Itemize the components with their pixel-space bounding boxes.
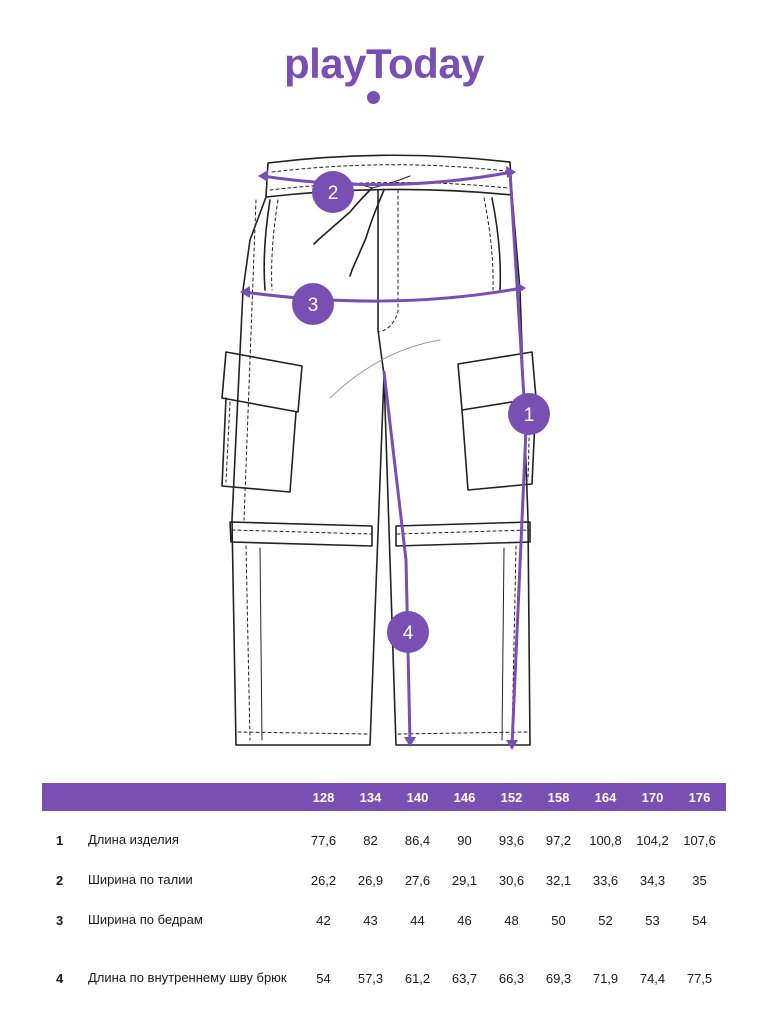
- table-row: 1 Длина изделия 77,6 82 86,4 90 93,6 97,…: [42, 820, 726, 860]
- table-cell: 71,9: [592, 970, 619, 986]
- table-cell: 61,2: [404, 970, 431, 986]
- marker-label: 3: [308, 295, 319, 316]
- table-cell: 35: [692, 872, 707, 888]
- table-cell: 97,2: [545, 832, 572, 848]
- table-row: 4 Длина по внутреннему шву брюк 54 57,3 …: [42, 950, 726, 1006]
- table-cell: 57,3: [357, 970, 384, 986]
- table-cell: 34,3: [639, 872, 666, 888]
- size-table: 128 134 140 146 152 158 164 170 176 1 Дл…: [42, 783, 726, 1006]
- table-cell: 30,6: [498, 872, 525, 888]
- size-header-cell: 170: [641, 789, 664, 805]
- table-cell: 29,1: [451, 872, 478, 888]
- table-cell: 82: [363, 832, 378, 848]
- table-cell: 54: [316, 970, 331, 986]
- arrow-icon: [240, 286, 250, 298]
- row-measure-name: Длина по внутреннему шву брюк: [88, 970, 287, 985]
- table-cell: 107,6: [683, 832, 716, 848]
- marker-label: 2: [328, 183, 339, 204]
- marker-label: 4: [403, 623, 414, 644]
- table-cell: 74,4: [639, 970, 666, 986]
- table-cell: 69,3: [545, 970, 572, 986]
- table-cell: 32,1: [545, 872, 572, 888]
- table-row: 2 Ширина по талии 26,2 26,9 27,6 29,1 30…: [42, 860, 726, 900]
- table-cell: 52: [598, 912, 613, 928]
- marker-label: 1: [524, 405, 535, 426]
- table-cell: 86,4: [404, 832, 431, 848]
- size-header-cell: 140: [406, 789, 429, 805]
- table-cell: 93,6: [498, 832, 525, 848]
- table-cell: 33,6: [592, 872, 619, 888]
- row-measure-name: Длина изделия: [88, 832, 179, 847]
- table-cell: 44: [410, 912, 425, 928]
- measurement-arrowheads: [240, 166, 526, 750]
- size-header-cell: 158: [547, 789, 570, 805]
- marker-4: 4: [387, 611, 429, 653]
- brand-logo-dot: [367, 91, 380, 104]
- row-number: 3: [56, 912, 64, 928]
- table-cell: 104,2: [636, 832, 669, 848]
- measurement-markers: 2 3 1 4: [292, 171, 550, 653]
- arrow-icon: [506, 166, 516, 178]
- table-cell: 53: [645, 912, 660, 928]
- size-header-cell: 146: [453, 789, 476, 805]
- table-row: 3 Ширина по бедрам 42 43 44 46 48 50 52 …: [42, 900, 726, 940]
- table-cell: 77,5: [686, 970, 713, 986]
- table-cell: 26,9: [357, 872, 384, 888]
- table-cell: 54: [692, 912, 707, 928]
- row-number: 1: [56, 832, 64, 848]
- table-cell: 90: [457, 832, 472, 848]
- table-cell: 77,6: [310, 832, 337, 848]
- size-table-header: 128 134 140 146 152 158 164 170 176: [42, 783, 726, 811]
- arrow-icon: [516, 282, 526, 294]
- measure-line-hip: [242, 286, 524, 303]
- table-cell: 48: [504, 912, 519, 928]
- trousers-outline: [221, 154, 537, 746]
- table-cell: 46: [457, 912, 472, 928]
- table-cell: 42: [316, 912, 331, 928]
- table-cell: 66,3: [498, 970, 525, 986]
- measure-line-inseam: [382, 370, 412, 744]
- marker-2: 2: [312, 171, 354, 213]
- trousers-technical-drawing: 2 3 1 4: [221, 154, 550, 750]
- table-cell: 63,7: [451, 970, 478, 986]
- table-cell: 27,6: [404, 872, 431, 888]
- row-number: 2: [56, 872, 64, 888]
- arrow-icon: [404, 737, 416, 747]
- row-number: 4: [56, 970, 64, 986]
- size-header-cell: 134: [359, 789, 382, 805]
- size-header-cell: 152: [500, 789, 523, 805]
- arrow-icon: [258, 170, 268, 182]
- arrow-icon: [506, 740, 518, 750]
- row-measure-name: Ширина по бедрам: [88, 912, 203, 927]
- size-header-cell: 176: [688, 789, 711, 805]
- table-cell: 100,8: [589, 832, 622, 848]
- row-measure-name: Ширина по талии: [88, 872, 193, 887]
- marker-3: 3: [292, 283, 334, 325]
- measurement-lines: [242, 170, 528, 747]
- table-cell: 50: [551, 912, 566, 928]
- size-header-cell: 128: [312, 789, 335, 805]
- marker-1: 1: [508, 393, 550, 435]
- brand-logo: playToday: [0, 40, 768, 88]
- size-header-cell: 164: [594, 789, 617, 805]
- brand-logo-text: playToday: [283, 40, 485, 87]
- measure-line-waist: [260, 170, 514, 187]
- table-cell: 26,2: [310, 872, 337, 888]
- table-cell: 43: [363, 912, 378, 928]
